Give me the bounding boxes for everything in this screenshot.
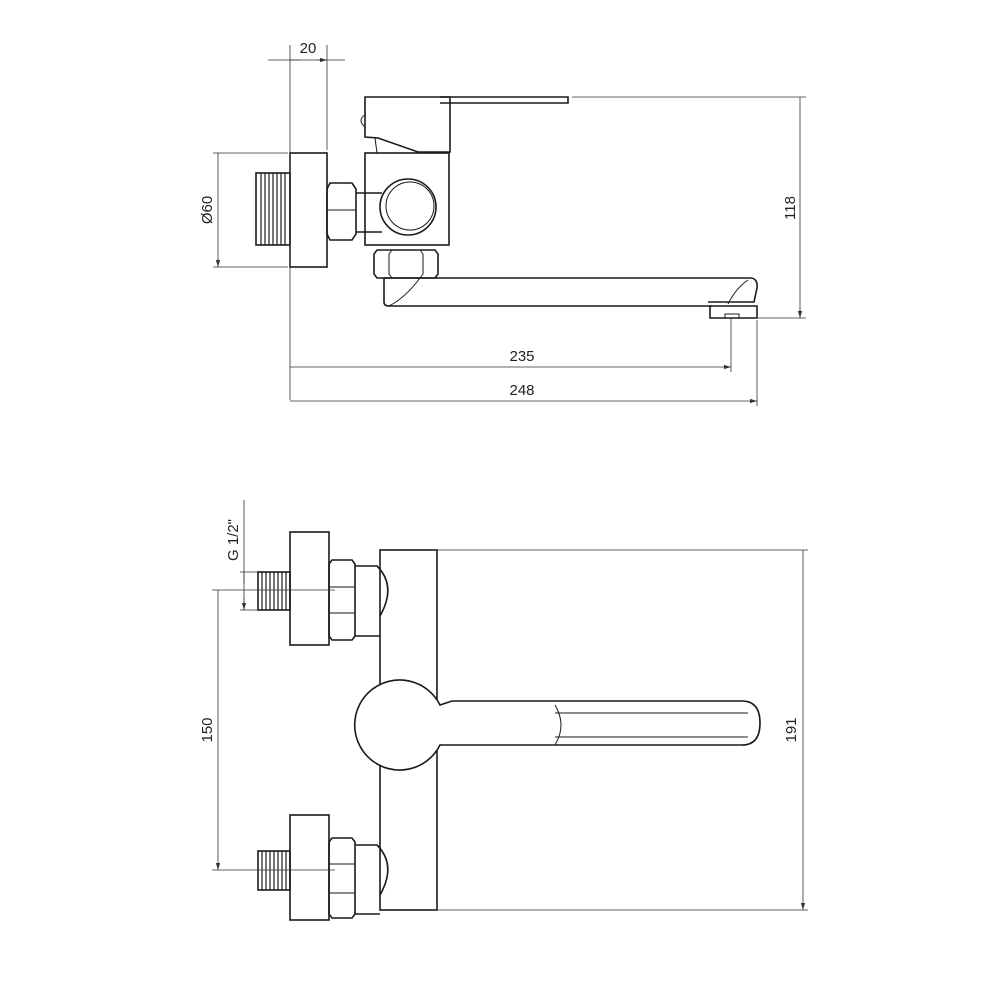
dim-label-20: 20 xyxy=(300,40,317,57)
dim-label-248: 248 xyxy=(509,382,534,399)
upper-inlet xyxy=(257,531,389,646)
hex-nut xyxy=(326,182,382,241)
dim-label-thread: G 1/2" xyxy=(225,519,242,561)
dim-height-118: 118 xyxy=(572,96,806,318)
front-view: G 1/2" 150 191 xyxy=(199,500,808,921)
spout-nut xyxy=(373,249,439,279)
lever-handle xyxy=(353,679,761,771)
dim-label-150: 150 xyxy=(199,717,216,742)
dim-label-235: 235 xyxy=(509,348,534,365)
dim-reach-248: 248 xyxy=(290,320,757,406)
dim-body-height: 191 xyxy=(437,549,808,910)
dim-thread-size: G 1/2" xyxy=(225,500,258,610)
dim-flange-depth: 20 xyxy=(268,40,345,400)
mixer-body xyxy=(364,152,450,246)
dim-label-191: 191 xyxy=(783,717,800,742)
dim-label-diameter: Ø60 xyxy=(199,196,216,224)
side-view: 20 Ø60 118 235 248 xyxy=(199,40,806,406)
inlet-thread xyxy=(255,172,291,246)
lever-housing xyxy=(360,96,569,154)
dim-inlet-spacing: 150 xyxy=(199,589,335,870)
dim-label-118: 118 xyxy=(782,196,799,220)
spout xyxy=(383,277,758,319)
dim-reach-235: 235 xyxy=(290,318,731,372)
dim-flange-diameter: Ø60 xyxy=(199,152,288,267)
wall-flange xyxy=(289,152,328,268)
lower-inlet xyxy=(257,814,389,921)
